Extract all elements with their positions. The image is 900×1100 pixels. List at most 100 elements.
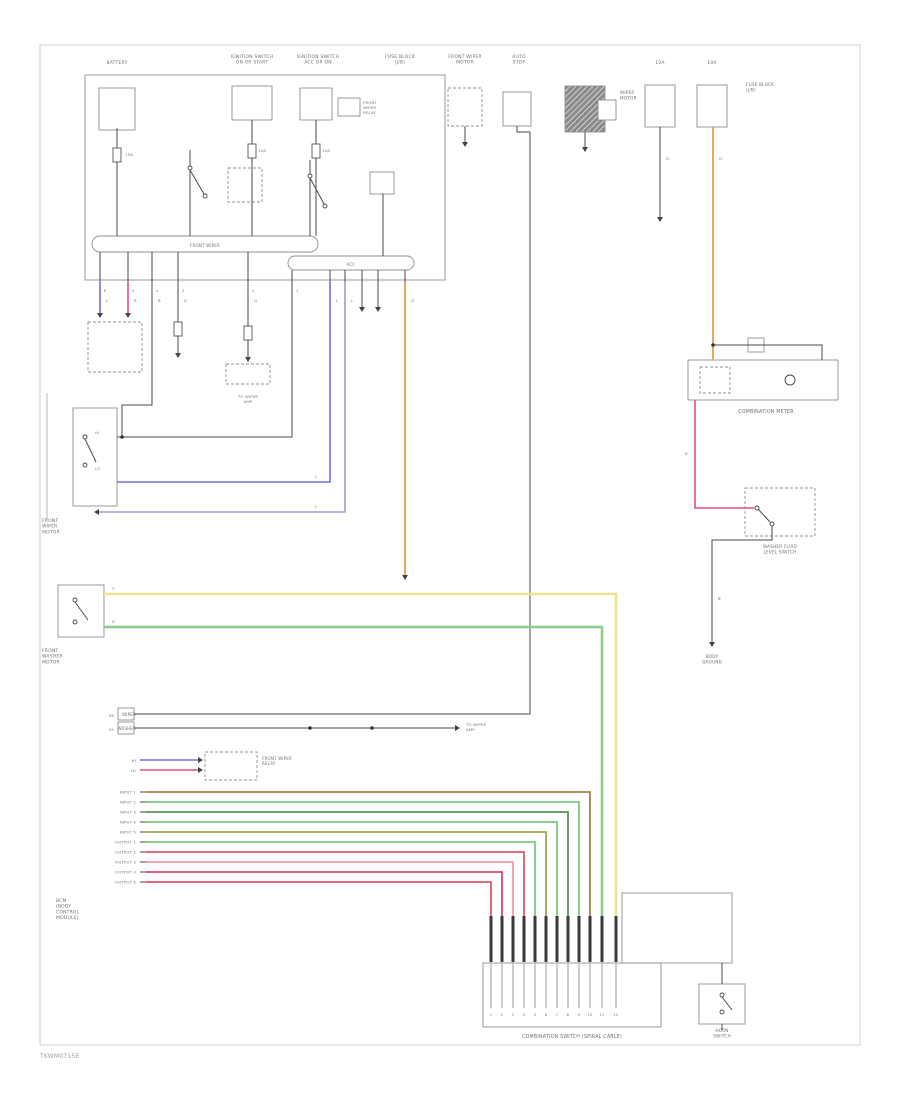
wiper-motor-dashed-box (447, 87, 483, 127)
row-label: OUTPUT 5 (115, 880, 136, 885)
horn-switch-box (698, 983, 746, 1025)
terminal-circle (72, 597, 78, 603)
arrowhead-icon (245, 357, 251, 362)
wire (134, 126, 531, 715)
fuse-symbol (311, 143, 321, 159)
wire (74, 601, 89, 621)
diagram-label: L (351, 298, 354, 303)
row-label: INPUT 1 (120, 790, 137, 795)
arrowhead-icon (198, 757, 203, 763)
row-label: INPUT 4 (120, 820, 137, 825)
front-washer-motor-box (57, 584, 105, 638)
diagram-label: 10A (258, 148, 266, 153)
washer-level-switch-box (744, 487, 816, 537)
pin-number: 10 (588, 1013, 593, 1017)
acc-feed-box (299, 87, 333, 121)
spiral-cable-box (621, 892, 733, 964)
row-wire (146, 791, 591, 916)
row-wire (146, 841, 536, 916)
diagram-label: 36 (109, 713, 115, 718)
pin-number: 9 (578, 1013, 580, 1017)
pin-number: 5 (534, 1013, 536, 1017)
fuse-dest-box (225, 363, 271, 385)
diagram-label: G (184, 298, 187, 303)
diagram-label: FUSE BLOCK(J/B) (385, 54, 416, 66)
diagram-label: FRONT WIPER (190, 243, 220, 248)
diagram-label: WASHER (117, 726, 136, 731)
fuse-symbol (173, 321, 183, 337)
diagram-label: R (134, 298, 137, 303)
diagram-label: L (336, 298, 339, 303)
meter-inner-box (699, 366, 731, 394)
relay-contact-box (369, 171, 395, 195)
diagram-label: 6 (104, 289, 106, 293)
pin-number: 12 (614, 1013, 619, 1017)
terminal-circle (719, 1009, 725, 1015)
diagram-label: 15A (125, 152, 133, 157)
pin-number: 8 (567, 1013, 569, 1017)
row-label: OUTPUT 2 (115, 850, 136, 855)
wiper-relay-stub-box (204, 751, 258, 781)
page-border (39, 44, 861, 1046)
row-label: INPUT 2 (120, 800, 137, 805)
diagram-label: COMBINATION SWITCH (SPIRAL CABLE) (522, 1034, 622, 1040)
row-wire (146, 871, 503, 916)
arrowhead-icon (198, 767, 203, 773)
diagram-label: BATTERY (106, 60, 127, 66)
diagram-label: 10A (655, 60, 665, 66)
diagram-label: 2 (252, 289, 254, 293)
ignition-feed-box (231, 85, 273, 121)
diagram-label: B (158, 298, 161, 303)
battery-feed-box (98, 87, 136, 131)
pin-number: 2 (501, 1013, 503, 1017)
wire (757, 508, 771, 523)
row-wire (146, 821, 558, 916)
pin-number: 3 (512, 1013, 514, 1017)
warning-lamp-icon (784, 374, 796, 386)
diagram-label: L (315, 474, 318, 479)
fuse-block-box (84, 74, 446, 281)
terminal-circle (82, 434, 88, 440)
pin-number: 1 (490, 1013, 492, 1017)
diagram-label: 10A (707, 60, 717, 66)
arrowhead-icon (359, 307, 365, 312)
wire (104, 592, 618, 916)
wire (96, 282, 346, 513)
pin-number: 6 (545, 1013, 547, 1017)
wire (189, 169, 205, 195)
fuse-connector-b (696, 84, 728, 128)
pin-number: 11 (600, 1013, 605, 1017)
arrowhead-icon (402, 575, 408, 580)
row-label: INPUT 5 (120, 830, 137, 835)
terminal-circle (187, 165, 193, 171)
diagram-label: 4 (156, 289, 159, 293)
wiper-relay-dest-box (87, 321, 143, 373)
wire (309, 177, 325, 205)
row-wire (146, 861, 514, 916)
pin-number: 7 (556, 1013, 558, 1017)
diagram-label: WIPER (122, 712, 136, 717)
diagram-label: Y (112, 586, 115, 591)
diagram-label: 3 (182, 289, 184, 293)
wire (694, 400, 754, 509)
junction-dot (308, 726, 312, 730)
diagram-label: 1 (296, 289, 298, 293)
row-wire (146, 811, 569, 916)
terminal-circle (719, 992, 725, 998)
fuse-connector-a (644, 84, 676, 128)
wire (117, 282, 331, 483)
row-wire (146, 851, 525, 916)
diagram-label: 10A (322, 148, 330, 153)
